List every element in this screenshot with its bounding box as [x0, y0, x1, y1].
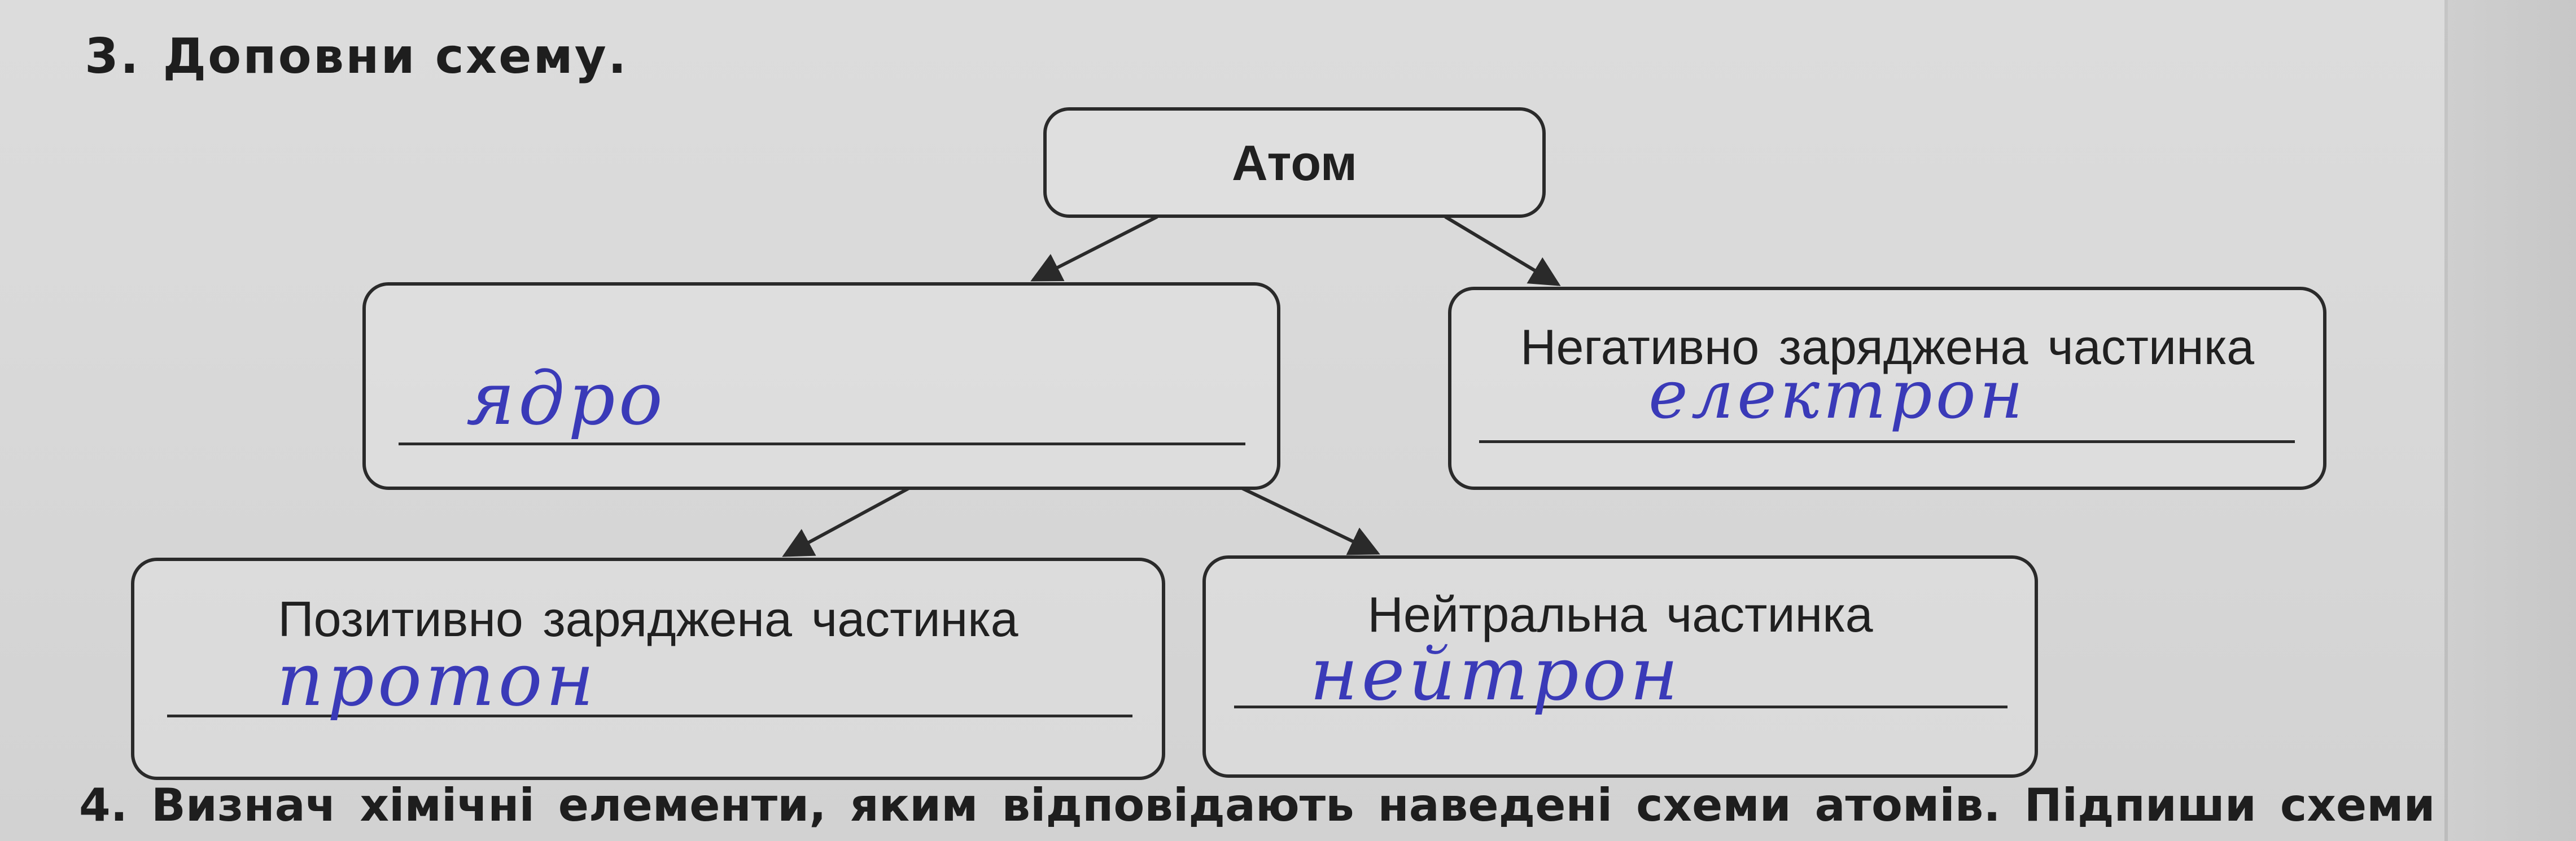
nucleus-answer[interactable]: ядро — [466, 356, 666, 441]
neutron-label: Нейтральна частинка — [1367, 586, 1873, 642]
nucleus-box — [362, 282, 1280, 490]
electron-box: Негативно заряджена частинка — [1448, 287, 2326, 490]
electron-answer[interactable]: електрон — [1648, 356, 2027, 433]
task-number: 3. — [85, 28, 141, 85]
neutron-box: Нейтральна частинка — [1202, 555, 2038, 778]
atom-label: Атом — [1231, 135, 1358, 191]
arrow-left-to-bottom-left — [782, 487, 910, 557]
task-title: 3. Доповни схему. — [85, 28, 628, 85]
page-edge — [2444, 0, 2448, 841]
adjacent-page-strip — [2448, 0, 2576, 841]
proton-box: Позитивно заряджена частинка — [131, 558, 1165, 780]
electron-label: Негативно заряджена частинка — [1520, 319, 2255, 375]
proton-label: Позитивно заряджена частинка — [278, 591, 1018, 647]
nucleus-answer-line — [399, 443, 1245, 445]
proton-answer-line — [167, 715, 1132, 717]
atom-box: Атом — [1043, 107, 1546, 218]
arrow-atom-to-left — [1030, 215, 1158, 282]
neutron-answer[interactable]: нейтрон — [1310, 631, 1682, 717]
arrow-left-to-bottom-right — [1241, 487, 1380, 555]
electron-answer-line — [1479, 440, 2295, 443]
neutron-answer-line — [1234, 706, 2008, 708]
arrow-atom-to-right — [1444, 215, 1561, 286]
next-task-text: 4. Визнач хімічні елементи, яким відпові… — [79, 779, 2435, 831]
task-instruction: Доповни схему. — [163, 28, 628, 85]
proton-answer[interactable]: протон — [277, 637, 598, 722]
